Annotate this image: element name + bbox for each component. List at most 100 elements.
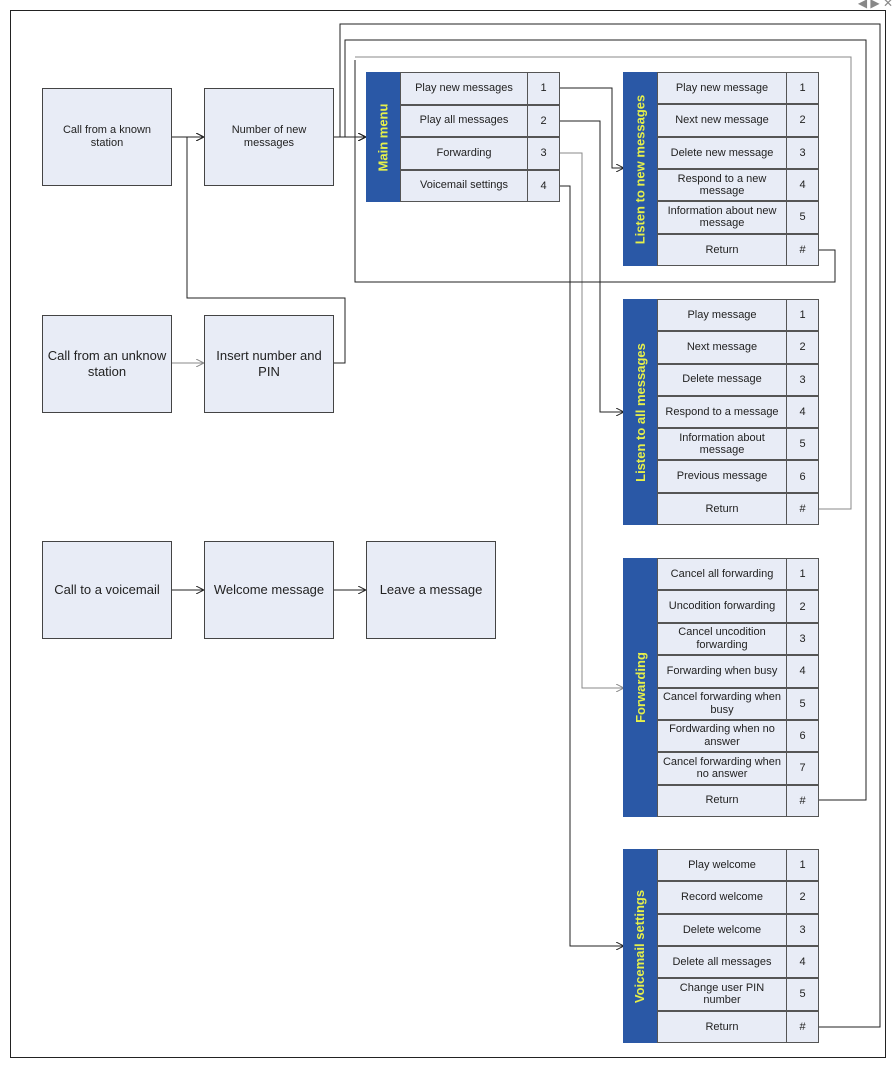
menu-option-label: Information about new message — [657, 201, 787, 234]
forwarding-title-text: Forwarding — [632, 652, 648, 723]
menu-option-key: 4 — [787, 395, 819, 429]
link-all-return — [355, 56, 852, 510]
link-main-to-all — [560, 120, 623, 412]
menu-option-key: 2 — [787, 331, 819, 364]
menu-option-key: 4 — [787, 946, 819, 979]
menu-option-label: Forwarding — [400, 137, 528, 170]
menu-option-label: Play all messages — [400, 104, 528, 137]
insert-pin-label: Insert number and PIN — [216, 348, 322, 379]
menu-option-label: Voicemail settings — [400, 169, 528, 202]
link-main-to-new — [560, 87, 623, 168]
menu-option-label: Return — [657, 784, 787, 817]
menu-option-label: Next new message — [657, 104, 787, 137]
menu-option-key: 4 — [787, 169, 819, 202]
menu-option-key: 1 — [787, 299, 819, 332]
menu-option-key: 3 — [787, 136, 819, 169]
menu-option-key: 2 — [787, 881, 819, 914]
menu-option[interactable]: Return# — [657, 492, 819, 525]
call-voicemail-label: Call to a voicemail — [54, 582, 160, 598]
menu-option-label: Change user PIN number — [657, 978, 787, 1011]
menu-option-label: Cancel forwarding when no answer — [657, 752, 787, 785]
menu-option-key: # — [787, 784, 819, 817]
menu-option-key: 6 — [787, 719, 819, 753]
call-voicemail-box: Call to a voicemail — [42, 541, 172, 639]
menu-option-key: 3 — [528, 137, 560, 170]
known-station-label: Call from a known station — [62, 123, 152, 149]
insert-pin-box: Insert number and PIN — [204, 315, 334, 413]
menu-option[interactable]: Return# — [657, 1010, 819, 1043]
menu-option-key: 5 — [787, 687, 819, 720]
menu-option-label: Forwarding when busy — [657, 655, 787, 688]
menu-option-label: Cancel forwarding when busy — [657, 687, 787, 720]
menu-option-label: Delete message — [657, 363, 787, 396]
menu-option-key: 2 — [787, 590, 819, 623]
menu-option-label: Delete all messages — [657, 946, 787, 979]
link-settings-return — [339, 23, 881, 1028]
menu-option-key: 1 — [528, 72, 560, 105]
unknown-station-label: Call from an unknow station — [47, 348, 167, 379]
menu-option-key: 3 — [787, 622, 819, 656]
menu-option-label: Next message — [657, 331, 787, 364]
menu-option-key: 3 — [787, 363, 819, 396]
menu-option-label: Play message — [657, 299, 787, 332]
link-main-to-settings — [560, 185, 623, 946]
menu-option-label: Information about message — [657, 428, 787, 461]
leave-message-box: Leave a message — [366, 541, 496, 639]
menu-option-key: 2 — [528, 104, 560, 137]
forwarding-title: Forwarding — [623, 558, 657, 817]
menu-option-label: Delete new message — [657, 136, 787, 169]
menu-option-key: 5 — [787, 201, 819, 234]
menu-option-label: Cancel uncodition forwarding — [657, 622, 787, 656]
listen-new-title-text: Listen to new messages — [632, 94, 648, 244]
leave-message-label: Leave a message — [379, 582, 483, 598]
menu-option-key: 7 — [787, 752, 819, 785]
menu-option-key: # — [787, 1010, 819, 1043]
menu-option[interactable]: Return# — [657, 784, 819, 817]
menu-option-label: Respond to a message — [657, 395, 787, 429]
link-forward-return — [344, 39, 867, 801]
menu-option[interactable]: Return# — [657, 233, 819, 266]
new-messages-count-label: Number of new messages — [231, 123, 307, 149]
menu-option-key: 6 — [787, 460, 819, 493]
menu-option-label: Fordwarding when no answer — [657, 719, 787, 753]
main-menu-title: Main menu — [366, 72, 400, 202]
welcome-message-label: Welcome message — [213, 582, 325, 598]
menu-option-key: 4 — [528, 169, 560, 202]
menu-option-key: 1 — [787, 558, 819, 591]
menu-option-label: Respond to a new message — [657, 169, 787, 202]
window-controls-icon[interactable]: ◀ ▶ ✕ — [857, 0, 893, 10]
menu-option-label: Return — [657, 1010, 787, 1043]
menu-option-label: Record welcome — [657, 881, 787, 914]
menu-option-label: Delete welcome — [657, 913, 787, 946]
menu-option-label: Cancel all forwarding — [657, 558, 787, 591]
